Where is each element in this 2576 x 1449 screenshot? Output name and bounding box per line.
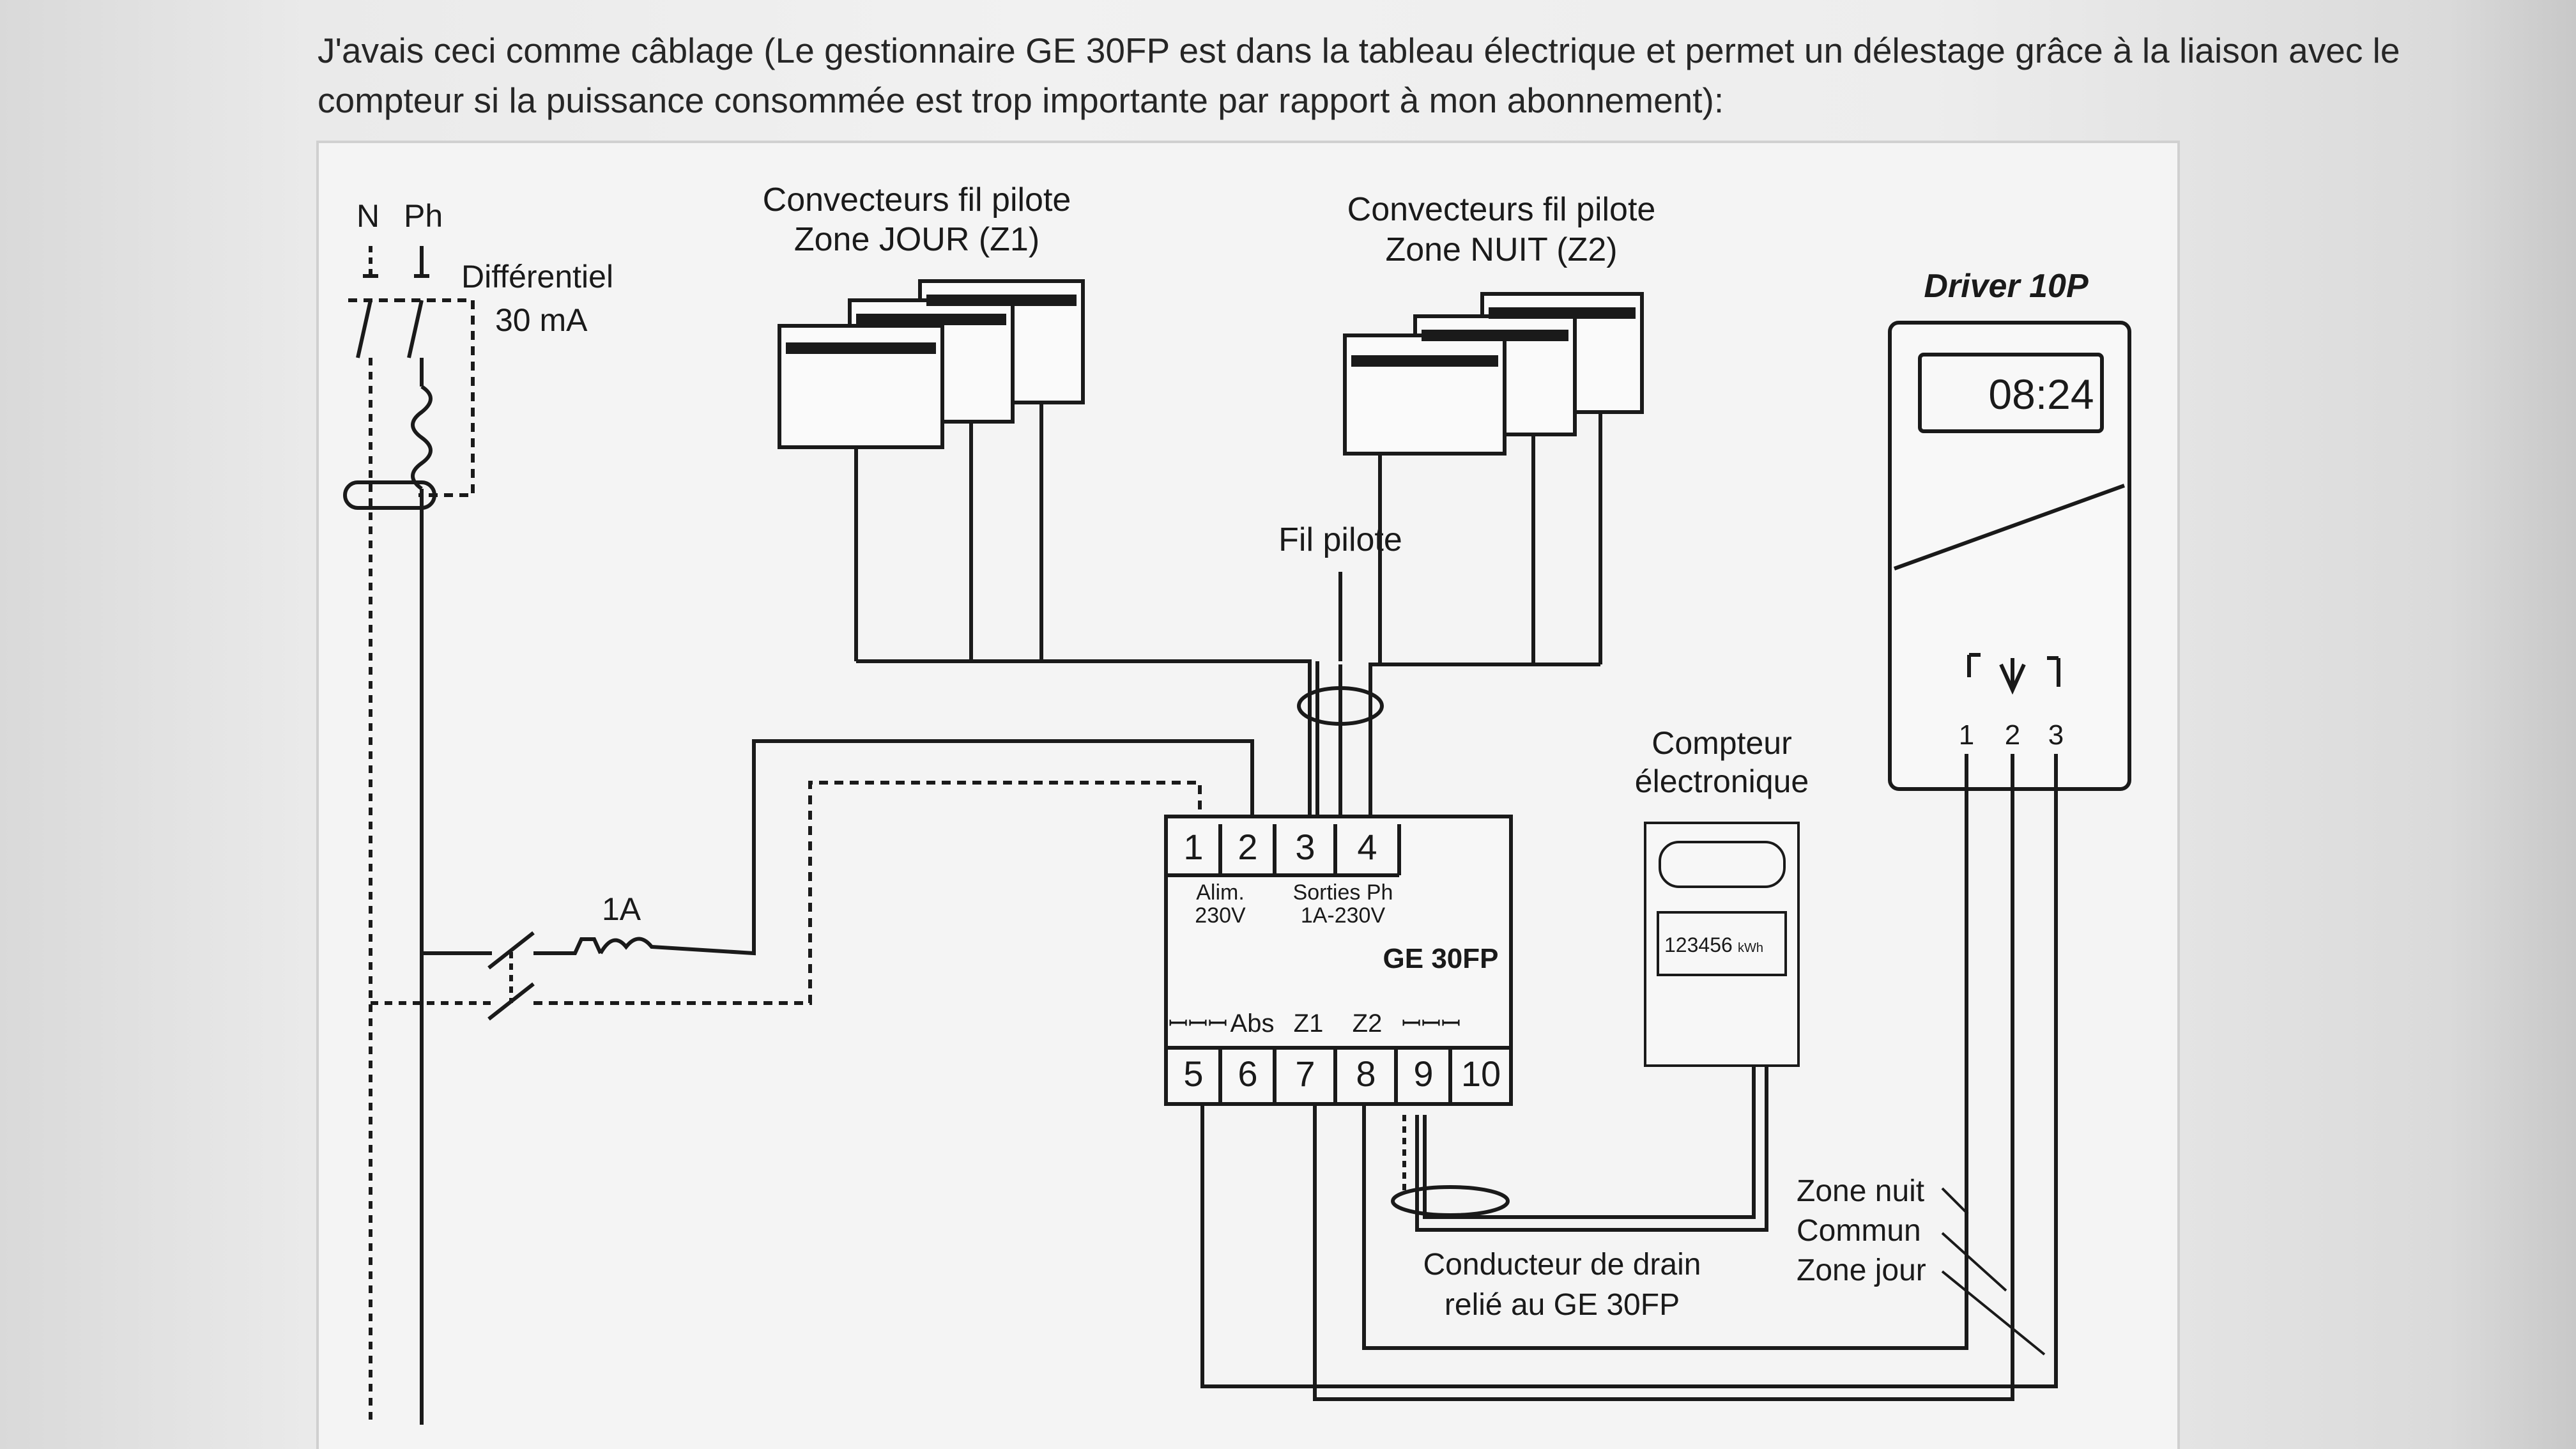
diff-label: Différentiel: [461, 259, 613, 295]
driver-bezel: [1893, 484, 2126, 571]
diff-rating: 30 mA: [495, 302, 588, 338]
ge-terminal-10: 10: [1461, 1054, 1501, 1094]
zone-jour-title-2: Zone JOUR (Z1): [794, 221, 1039, 258]
ge-sorties-2: 1A-230V: [1301, 903, 1386, 928]
ge-terminal-2: 2: [1238, 827, 1257, 867]
neutral-label: N: [356, 198, 379, 234]
compteur-display: [1657, 911, 1787, 976]
wire-commun: [1313, 754, 2014, 1401]
intro-text: J'avais ceci comme câblage (Le gestionna…: [318, 26, 2400, 125]
ge-terminal-6: 6: [1238, 1054, 1257, 1094]
ge-label-abs: Abs: [1230, 1009, 1275, 1038]
driver-terminal-3: 3: [2048, 719, 2064, 751]
label-leaders: [1941, 1187, 2046, 1356]
ge-terminal-3: 3: [1295, 827, 1315, 867]
convector-group-nuit: [1343, 292, 1644, 456]
breaker-rating: 1A: [602, 891, 641, 927]
compteur-title-1: Compteur: [1652, 725, 1792, 761]
ge-label-z2: Z2: [1353, 1009, 1383, 1038]
ge-sorties-1: Sorties Ph: [1293, 880, 1393, 905]
drain-label-2: relié au GE 30FP: [1445, 1288, 1680, 1322]
drain-ring: [1391, 1185, 1510, 1217]
compteur-top: [1659, 841, 1786, 888]
neutral-to-terminal-1: [533, 781, 1202, 1005]
fil-pilote-label: Fil pilote: [1278, 521, 1402, 558]
intro-line-1: J'avais ceci comme câblage (Le gestionna…: [318, 31, 2400, 70]
driver-title: Driver 10P: [1924, 268, 2089, 305]
ge-terminal-9: 9: [1413, 1054, 1433, 1094]
label-zone-nuit: Zone nuit: [1797, 1174, 1924, 1208]
convector-group-jour: [778, 279, 1085, 449]
zone-nuit-title-1: Convecteurs fil pilote: [1347, 191, 1656, 228]
compteur-box: [1644, 822, 1800, 1067]
ge30fp-bottom-grid: [1166, 1046, 1511, 1102]
ge-terminal-5: 5: [1183, 1054, 1203, 1094]
driver-display: 08:24: [1988, 371, 2094, 418]
breaker-fuse-phase: [533, 739, 1254, 956]
driver-box: [1888, 321, 2131, 791]
driver-display-frame: [1918, 353, 2104, 433]
wire-zone-nuit: [1362, 754, 1968, 1350]
phase-label: Ph: [404, 198, 443, 234]
ge-terminal-8: 8: [1356, 1054, 1376, 1094]
intro-line-2: compteur si la puissance consommée est t…: [318, 80, 1724, 120]
ge-label-z1: Z1: [1294, 1009, 1324, 1038]
diagram-panel: [316, 141, 2180, 1449]
zone-jour-wires: [854, 402, 1312, 824]
label-zone-jour: Zone jour: [1797, 1254, 1926, 1287]
zone-nuit-wires: [1368, 412, 1602, 824]
diff-switch-n: [356, 300, 372, 358]
zone-jour-title-1: Convecteurs fil pilote: [763, 181, 1071, 218]
ge-terminal-1: 1: [1183, 827, 1203, 867]
drain-label-1: Conducteur de drain: [1423, 1248, 1701, 1282]
ge-alim-2: 230V: [1195, 903, 1246, 928]
driver-terminal-1: 1: [1959, 719, 1974, 751]
compteur-title-2: électronique: [1635, 763, 1809, 799]
diff-torus: [343, 480, 436, 510]
teleinfo-wires: [1415, 1066, 1768, 1232]
ge-terminal-7: 7: [1295, 1054, 1315, 1094]
ge30fp-box: [1164, 815, 1513, 1106]
label-commun: Commun: [1797, 1214, 1921, 1248]
ge-teleinfo-left: ꟷꟷꟷ: [1169, 1011, 1228, 1038]
ge30fp-top-grid: [1166, 824, 1401, 877]
driver-terminal-2: 2: [2005, 719, 2020, 751]
fil-pilote-drops: [1315, 661, 1342, 824]
ge-teleinfo-right: ꟷꟷꟷ: [1402, 1011, 1461, 1038]
ge-name: GE 30FP: [1383, 943, 1499, 974]
diff-switch-ph: [407, 300, 424, 358]
driver-relay-symbols: [1967, 653, 2060, 695]
ge-alim-1: Alim.: [1196, 880, 1245, 905]
zone-nuit-title-2: Zone NUIT (Z2): [1385, 231, 1617, 268]
differential-linkage: [348, 298, 475, 497]
compteur-unit: kWh: [1738, 941, 1763, 955]
compteur-reading: 123456: [1664, 933, 1733, 956]
diff-coil: [411, 385, 433, 491]
ge-terminal-4: 4: [1357, 827, 1377, 867]
